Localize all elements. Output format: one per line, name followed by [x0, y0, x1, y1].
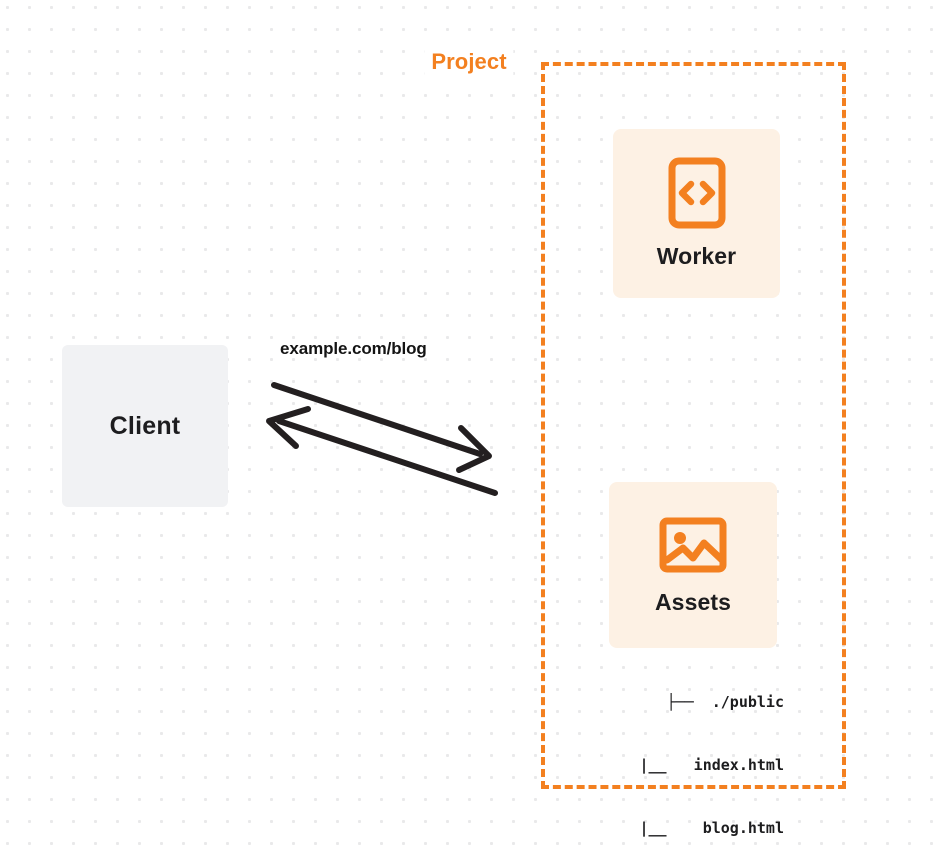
worker-node[interactable]: Worker	[613, 129, 780, 298]
file-tree-line: |__ blog.html	[639, 819, 785, 837]
connection-label: example.com/blog	[280, 339, 427, 358]
assets-label: Assets	[654, 588, 732, 615]
worker-label: Worker	[656, 243, 737, 269]
project-title: Project	[424, 49, 514, 75]
assets-node[interactable]: Assets	[609, 482, 777, 648]
asset-file-tree: ├── ./public |__ index.html |__ blog.htm…	[540, 650, 785, 860]
code-brackets-icon	[668, 157, 726, 229]
image-icon	[659, 515, 727, 575]
response-arrow	[266, 406, 498, 496]
client-node[interactable]: Client	[62, 345, 228, 507]
request-arrow	[271, 382, 492, 473]
file-tree-line: |__ index.html	[639, 756, 785, 774]
file-tree-line: ├── ./public	[666, 693, 784, 711]
client-label: Client	[109, 411, 181, 440]
project-container	[541, 62, 846, 789]
